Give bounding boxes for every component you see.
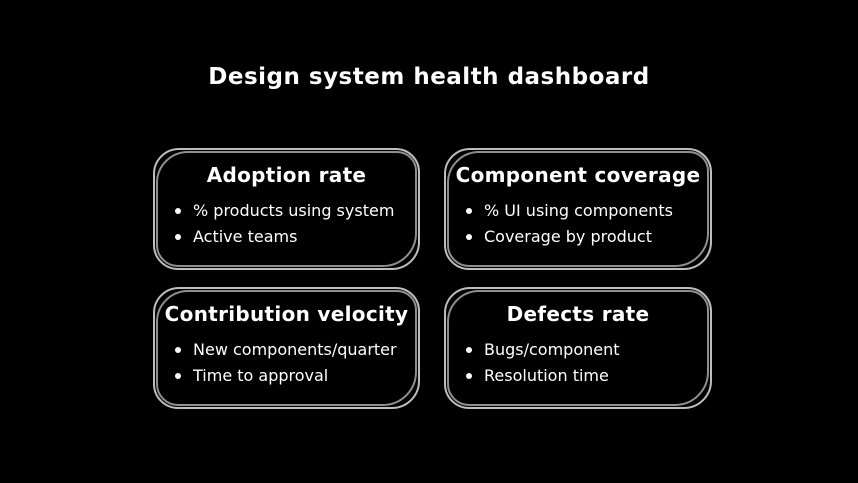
card-title: Contribution velocity [164,302,409,326]
bullet-item: % products using system [175,198,412,224]
bullet-text: New components/quarter [193,340,397,359]
page-title: Design system health dashboard [208,64,650,90]
cards-grid: Adoption rate % products using system Ac… [153,148,712,409]
card-title: Adoption rate [206,163,367,187]
bullet-item: Resolution time [466,363,704,389]
bullet-text: Time to approval [193,366,329,385]
bullet-dot-icon [175,373,181,379]
bullet-item: New components/quarter [175,337,412,363]
bullet-dot-icon [466,373,472,379]
bullet-item: % UI using components [466,198,704,224]
card-component-coverage: Component coverage % UI using components… [444,148,712,270]
bullet-text: % UI using components [484,201,673,220]
card-bullets: % products using system Active teams [155,198,418,250]
bullet-item: Bugs/component [466,337,704,363]
bullet-text: Resolution time [484,366,609,385]
bullet-text: Active teams [193,227,298,246]
card-adoption-rate: Adoption rate % products using system Ac… [153,148,420,270]
card-title: Defects rate [506,302,650,326]
card-bullets: New components/quarter Time to approval [155,337,418,389]
bullet-dot-icon [175,234,181,240]
bullet-text: % products using system [193,201,395,220]
card-contribution-velocity: Contribution velocity New components/qua… [153,287,420,409]
card-title: Component coverage [455,163,701,187]
bullet-dot-icon [175,208,181,214]
bullet-dot-icon [466,208,472,214]
bullet-item: Time to approval [175,363,412,389]
card-defects-rate: Defects rate Bugs/component Resolution t… [444,287,712,409]
bullet-dot-icon [466,234,472,240]
card-bullets: Bugs/component Resolution time [446,337,710,389]
bullet-dot-icon [466,347,472,353]
bullet-text: Coverage by product [484,227,652,246]
bullet-text: Bugs/component [484,340,620,359]
card-bullets: % UI using components Coverage by produc… [446,198,710,250]
bullet-item: Coverage by product [466,224,704,250]
bullet-item: Active teams [175,224,412,250]
bullet-dot-icon [175,347,181,353]
